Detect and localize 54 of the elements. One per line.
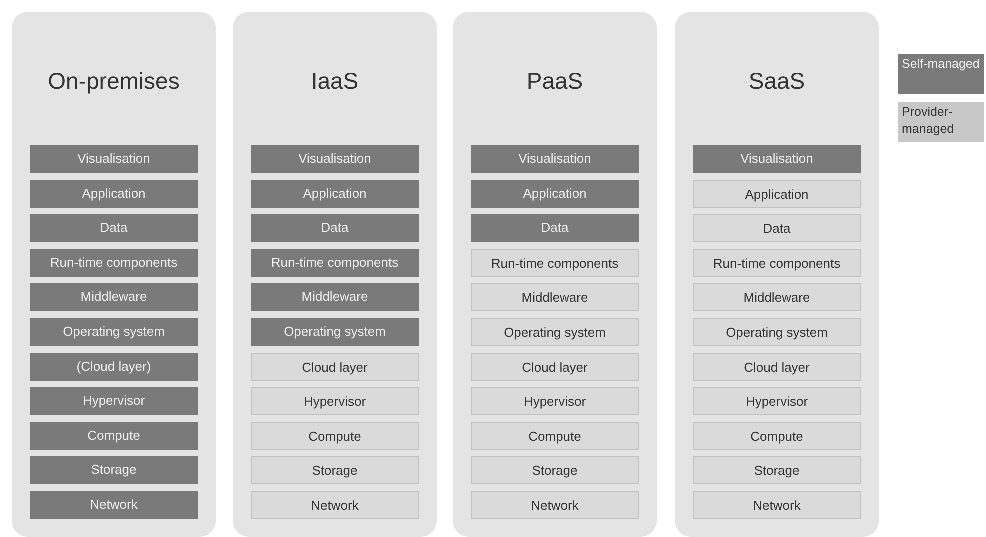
layer-bar: Visualisation [30,145,198,173]
legend-key: Self-managed [898,54,984,94]
layer-bar: Operating system [251,318,419,346]
layer-bar: Hypervisor [251,387,419,416]
column-heading: SaaS [748,68,806,95]
layer-bar: Hypervisor [30,387,198,416]
layer-bar: Storage [30,456,198,484]
column-panel [12,12,216,537]
layer-bar: Compute [693,422,861,450]
layer-bar: Network [471,491,639,519]
layer-bar: Visualisation [471,145,639,173]
column-panel [453,12,657,537]
layer-bar: Operating system [30,318,198,346]
layer-bar: Run-time components [693,248,861,277]
layer-bar: Middleware [693,283,861,312]
layer-bar: Application [30,180,198,208]
layer-bar: Operating system [471,318,639,346]
layer-bar: Data [30,214,198,242]
layer-bar: Visualisation [251,145,419,173]
layer-bar: Application [251,180,419,208]
layer-bar: Run-time components [30,248,198,277]
layer-bar: Run-time components [471,248,639,277]
layer-bar: Middleware [251,283,419,312]
layer-bar: Storage [471,456,639,484]
layer-bar: (Cloud layer) [30,352,198,381]
column-heading: PaaS [526,68,584,95]
layer-bar: Data [471,214,639,242]
legend-key: Provider-managed [898,102,984,142]
layer-bar: Hypervisor [471,387,639,416]
layer-bar: Network [30,491,198,519]
layer-bar: Application [471,180,639,208]
layer-bar: Network [251,491,419,519]
layer-bar: Storage [251,456,419,484]
layer-bar: Hypervisor [693,387,861,416]
layer-bar: Network [693,491,861,519]
layer-bar: Data [693,214,861,242]
column-panel [233,12,437,537]
layer-bar: Visualisation [693,145,861,173]
layer-bar: Compute [471,422,639,450]
layer-bar: Cloud layer [471,352,639,381]
layer-bar: Compute [30,422,198,450]
layer-bar: Compute [251,422,419,450]
layer-bar: Cloud layer [251,352,419,381]
layer-bar: Operating system [693,318,861,346]
column-panel [675,12,879,537]
layer-bar: Storage [693,456,861,484]
column-heading: On-premises [47,68,181,95]
layer-bar: Middleware [30,283,198,312]
layer-bar: Data [251,214,419,242]
layer-bar: Cloud layer [693,352,861,381]
layer-bar: Application [693,180,861,208]
layer-bar: Middleware [471,283,639,312]
layer-bar: Run-time components [251,248,419,277]
column-heading: IaaS [310,68,360,95]
